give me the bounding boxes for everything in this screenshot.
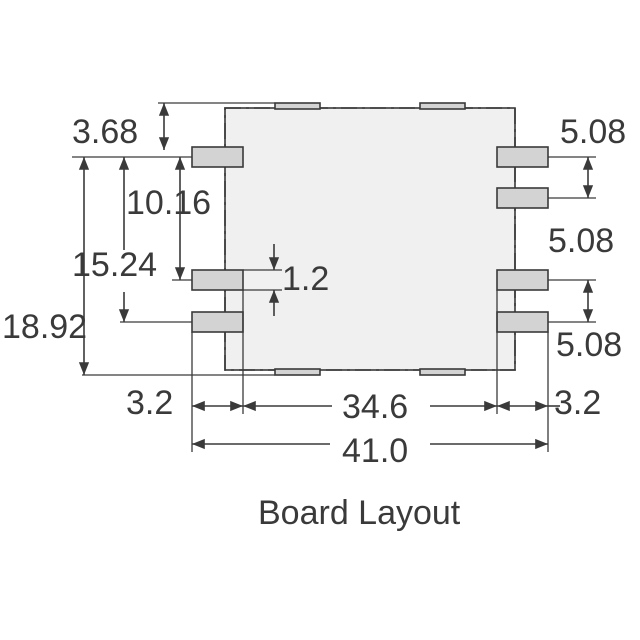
pad-right-4 [496,311,549,333]
label-18-92: 18.92 [2,308,87,346]
label-5-08-top: 5.08 [560,113,626,151]
pad-left-3 [191,311,244,333]
label-10-16: 10.16 [126,184,211,222]
label-41-0: 41.0 [342,432,408,470]
label-5-08-mid: 5.08 [548,222,614,260]
label-5-08-bot: 5.08 [556,326,622,364]
pad-left-1 [191,146,244,168]
top-terminal-right [419,102,466,110]
package-outline [224,107,516,371]
pad-right-1 [496,146,549,168]
diagram-caption: Board Layout [258,494,461,532]
pad-right-2 [496,187,549,209]
pad-left-2 [191,269,244,291]
component-body [224,107,516,371]
label-15-24: 15.24 [72,246,157,284]
bottom-terminal-right [419,368,466,376]
label-3-2-right: 3.2 [554,384,601,422]
top-terminal-left [274,102,321,110]
label-3-68: 3.68 [72,113,138,151]
label-3-2-left: 3.2 [126,384,173,422]
pad-right-3 [496,269,549,291]
bottom-terminal-left [274,368,321,376]
label-1-2: 1.2 [282,260,329,298]
label-34-6: 34.6 [342,388,408,426]
